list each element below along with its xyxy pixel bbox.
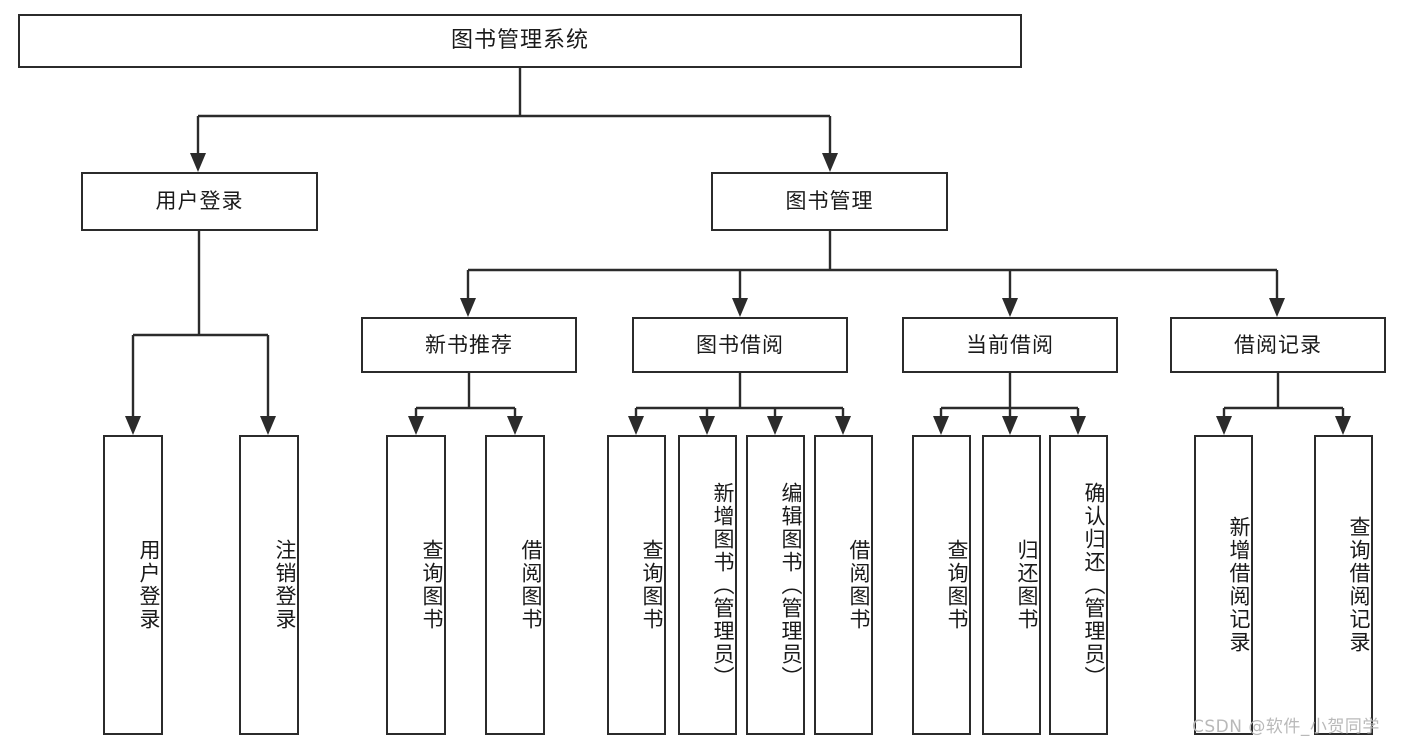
leaf-current-borrow-return[interactable]: 归还图书 <box>982 435 1041 735</box>
node-label: 图书管理系统 <box>450 28 589 54</box>
arrowhead-userlogin-leaf-1 <box>125 416 141 435</box>
leaf-current-borrow-query[interactable]: 查询图书 <box>912 435 971 735</box>
node-label: 借阅记录 <box>1234 332 1322 357</box>
node-label: 注销登录 <box>273 539 297 631</box>
arrowhead-current-leaf-1 <box>933 416 949 435</box>
leaf-book-borrow-edit-admin[interactable]: 编辑图书（管理员） <box>746 435 805 735</box>
node-label: 新增图书（管理员） <box>711 481 735 689</box>
node-label: 用户登录 <box>155 189 244 214</box>
node-book-borrow[interactable]: 图书借阅 <box>632 317 848 373</box>
arrowhead-current-leaf-3 <box>1070 416 1086 435</box>
leaf-book-borrow-add-admin[interactable]: 新增图书（管理员） <box>678 435 737 735</box>
arrowhead-userlogin-leaf-2 <box>260 416 276 435</box>
node-label: 当前借阅 <box>966 332 1054 357</box>
leaf-user-login-login[interactable]: 用户登录 <box>103 435 163 735</box>
node-label: 新增借阅记录 <box>1227 516 1251 654</box>
node-root-library-system[interactable]: 图书管理系统 <box>18 14 1022 68</box>
node-label: 用户登录 <box>137 539 161 631</box>
leaf-book-borrow-query[interactable]: 查询图书 <box>607 435 666 735</box>
node-user-login[interactable]: 用户登录 <box>81 172 318 231</box>
arrowhead-record-leaf-1 <box>1216 416 1232 435</box>
node-label: 查询借阅记录 <box>1347 516 1371 654</box>
arrowhead-newbook-leaf-1 <box>408 416 424 435</box>
node-label: 图书管理 <box>785 189 874 214</box>
arrowhead-current-leaf-2 <box>1002 416 1018 435</box>
arrowhead-borrow-leaf-2 <box>699 416 715 435</box>
arrowhead-borrow-leaf-4 <box>835 416 851 435</box>
csdn-watermark: CSDN @软件_小贺同学 <box>1192 717 1380 737</box>
node-book-management[interactable]: 图书管理 <box>711 172 948 231</box>
leaf-book-borrow-borrow[interactable]: 借阅图书 <box>814 435 873 735</box>
leaf-borrow-record-add[interactable]: 新增借阅记录 <box>1194 435 1253 735</box>
node-label: 新书推荐 <box>425 332 513 357</box>
node-label: 归还图书 <box>1015 539 1039 631</box>
leaf-borrow-record-query[interactable]: 查询借阅记录 <box>1314 435 1373 735</box>
node-label: 确认归还（管理员） <box>1082 481 1106 689</box>
node-label: 借阅图书 <box>847 539 871 631</box>
leaf-user-login-logout[interactable]: 注销登录 <box>239 435 299 735</box>
node-current-borrow[interactable]: 当前借阅 <box>902 317 1118 373</box>
node-label: 查询图书 <box>945 539 969 631</box>
arrowhead-level3-4 <box>1269 298 1285 317</box>
node-label: 查询图书 <box>640 539 664 631</box>
node-borrow-record[interactable]: 借阅记录 <box>1170 317 1386 373</box>
node-label: 编辑图书（管理员） <box>779 481 803 689</box>
arrowhead-level3-1 <box>460 298 476 317</box>
leaf-new-book-borrow[interactable]: 借阅图书 <box>485 435 545 735</box>
leaf-current-borrow-confirm-admin[interactable]: 确认归还（管理员） <box>1049 435 1108 735</box>
arrowhead-borrow-leaf-3 <box>767 416 783 435</box>
node-label: 借阅图书 <box>519 539 543 631</box>
arrowhead-level3-3 <box>1002 298 1018 317</box>
arrowhead-userlogin <box>190 153 206 172</box>
node-label: 图书借阅 <box>696 332 784 357</box>
arrowhead-borrow-leaf-1 <box>628 416 644 435</box>
node-new-book-recommend[interactable]: 新书推荐 <box>361 317 577 373</box>
arrowhead-bookmgmt <box>822 153 838 172</box>
arrowhead-record-leaf-2 <box>1335 416 1351 435</box>
node-label: 查询图书 <box>420 539 444 631</box>
leaf-new-book-query[interactable]: 查询图书 <box>386 435 446 735</box>
arrowhead-newbook-leaf-2 <box>507 416 523 435</box>
arrowhead-level3-2 <box>732 298 748 317</box>
